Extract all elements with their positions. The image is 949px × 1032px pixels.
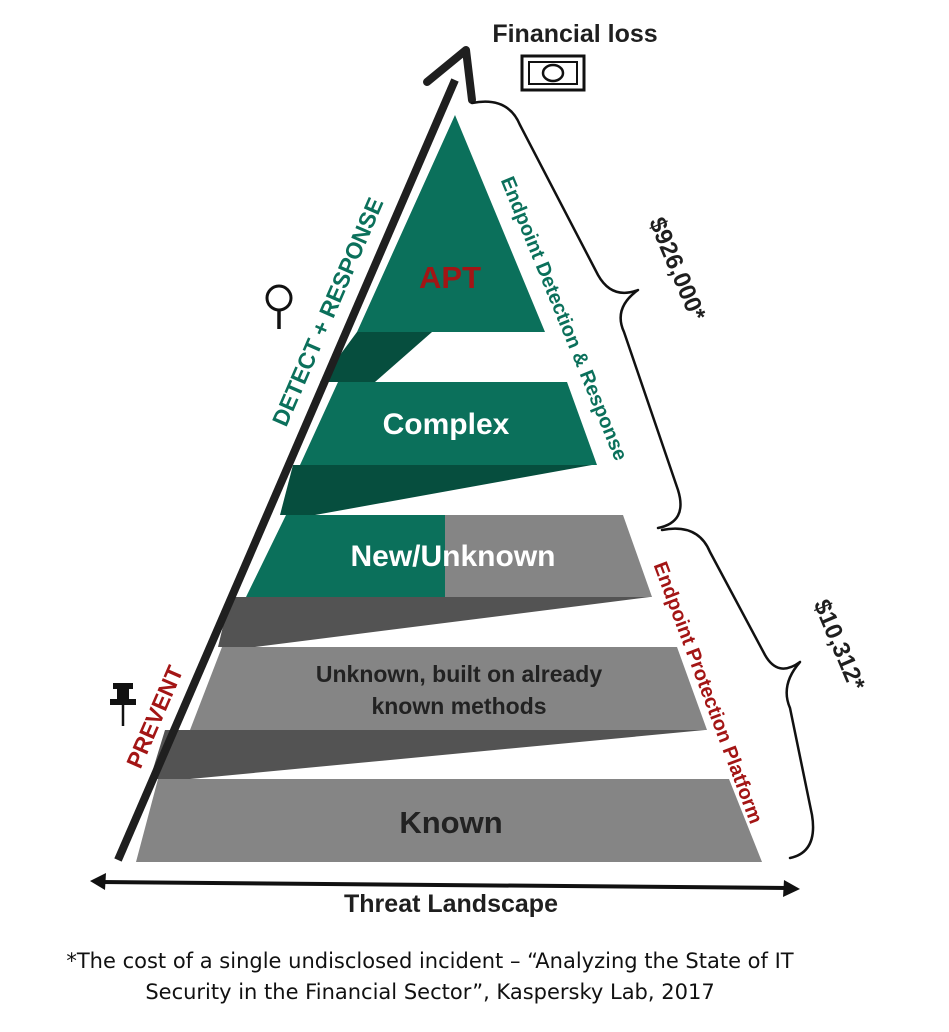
footnote-line-1: *The cost of a single undisclosed incide… xyxy=(66,949,794,973)
footnote: *The cost of a single undisclosed incide… xyxy=(0,946,860,1008)
escalation-arrowhead xyxy=(423,46,476,104)
tier-complex xyxy=(300,382,597,465)
tier-new-unknown-gray xyxy=(445,515,652,597)
magnifier-icon xyxy=(265,284,293,329)
tier-label-apt: APT xyxy=(419,260,481,295)
band-new-unknownbuilt xyxy=(218,597,650,647)
tier-label-new-unknown: New/Unknown xyxy=(350,540,555,573)
pushpin-icon xyxy=(110,683,136,726)
band-apt-complex xyxy=(320,332,432,382)
tier-label-unknown-built-line2: known methods xyxy=(371,693,546,719)
tier-label-complex: Complex xyxy=(383,408,510,441)
footnote-line-2: Security in the Financial Sector”, Kaspe… xyxy=(145,980,715,1004)
threat-landscape-axis xyxy=(90,873,800,897)
tier-new-unknown-green xyxy=(246,515,445,597)
tier-known xyxy=(136,779,762,862)
brace-epp-cost xyxy=(660,527,815,860)
tier-label-known: Known xyxy=(399,805,502,840)
label-financial-loss: Financial loss xyxy=(492,20,657,48)
escalation-arrow-shaft xyxy=(114,78,459,862)
label-threat-landscape: Threat Landscape xyxy=(344,890,558,918)
banknote-icon xyxy=(520,54,586,92)
band-complex-new xyxy=(280,465,592,515)
band-unknownbuilt-known xyxy=(150,730,705,779)
tier-unknown-built xyxy=(190,647,707,730)
brace-edr-cost xyxy=(470,100,682,530)
tier-apt xyxy=(357,115,545,332)
cost-label-upper: $926,000* xyxy=(643,213,711,325)
tier-label-unknown-built-line1: Unknown, built on already xyxy=(316,661,602,687)
cost-label-lower: $10,312* xyxy=(808,596,871,696)
